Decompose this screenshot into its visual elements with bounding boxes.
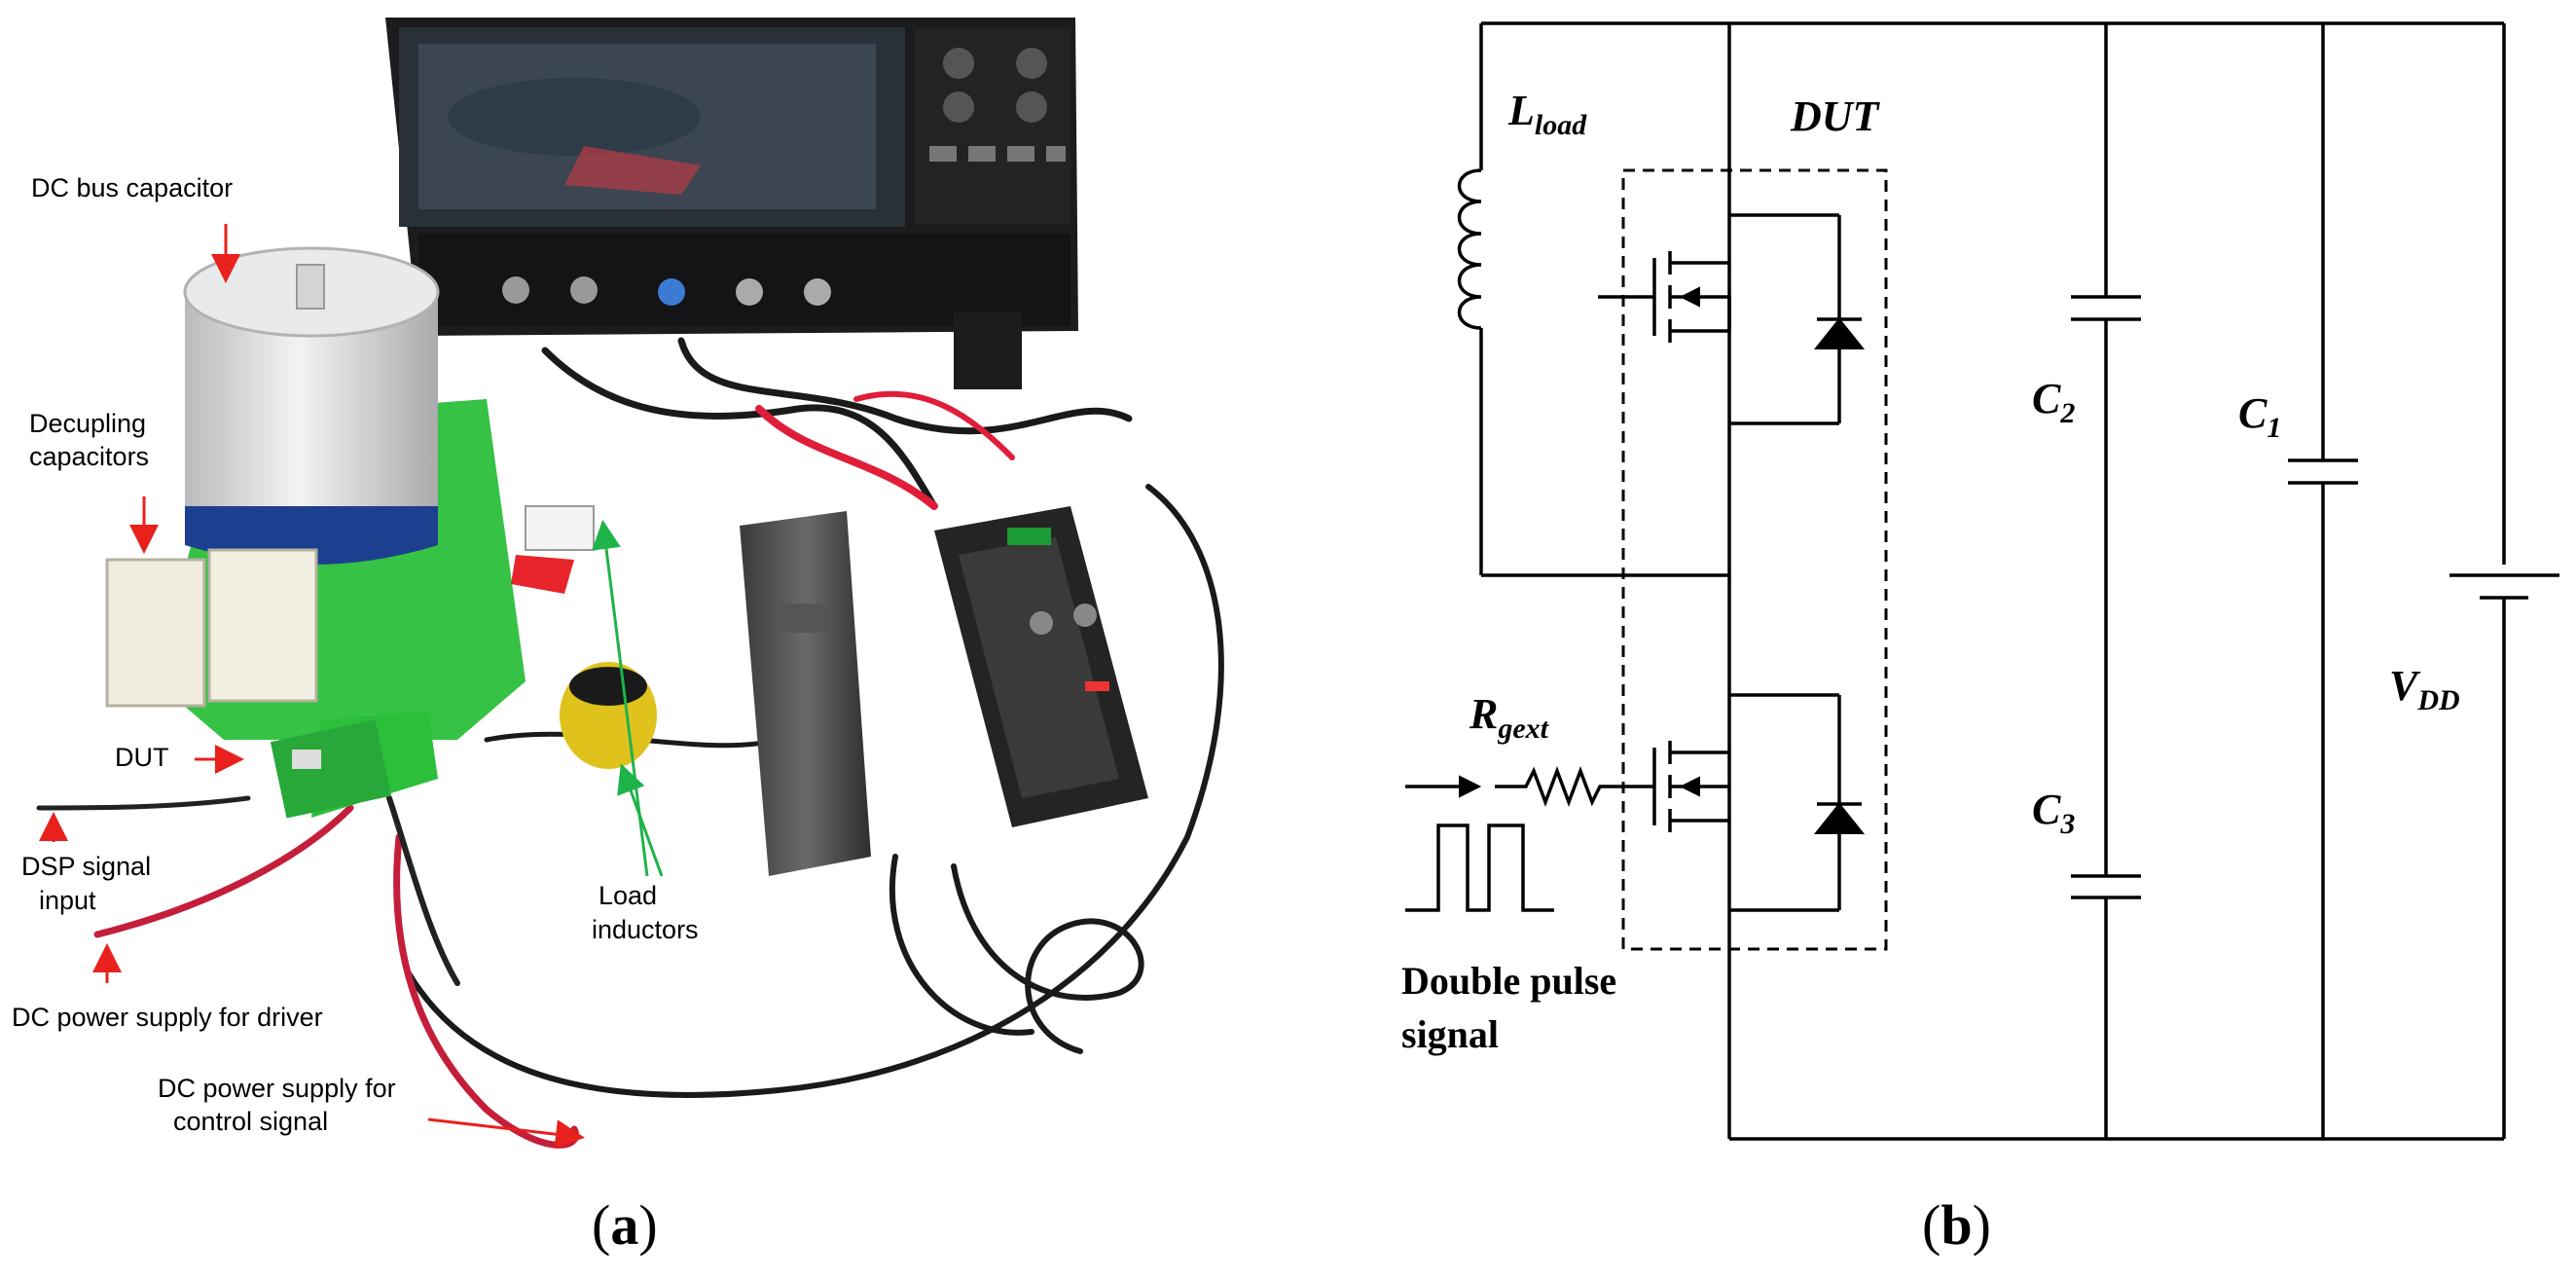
caption-b: (b): [1922, 1193, 1991, 1257]
differential-probe: [740, 511, 871, 876]
caption-a-letter: a: [610, 1193, 639, 1257]
label-c3: C3: [2032, 786, 2076, 840]
label-dsp-line-2: input: [39, 886, 96, 915]
label-dsp-line-1: DSP signal: [21, 852, 152, 881]
current-probe: [934, 506, 1148, 827]
label-double-pulse-line-1: Double pulse: [1401, 959, 1617, 1003]
caption-b-letter: b: [1941, 1193, 1973, 1257]
photo-panel-a: [36, 18, 1224, 1150]
label-c1: C1: [2238, 389, 2282, 444]
lower-mosfet-arrow: [1679, 776, 1700, 797]
label-c2: C2: [2032, 375, 2076, 429]
label-decoupling-line-1: Decupling: [29, 409, 147, 438]
upper-diode-triangle: [1813, 317, 1866, 349]
caption-a: (a): [592, 1193, 658, 1257]
label-double-pulse-line-2: signal: [1401, 1012, 1500, 1056]
decoupling-capacitors: [105, 548, 318, 708]
gate-input-arrowhead: [1459, 775, 1482, 798]
label-dc-control-line-2: control signal: [173, 1107, 329, 1136]
cables: [36, 337, 1224, 1149]
load-inductor: [511, 505, 657, 769]
load-inductor-symbol: [1457, 168, 1482, 330]
gate-resistor: [1495, 766, 1622, 807]
label-vdd: VDD: [2389, 662, 2460, 716]
lower-mosfet: [1622, 741, 1729, 832]
label-l-load: Lload: [1508, 87, 1587, 141]
upper-mosfet: [1598, 251, 1731, 343]
upper-mosfet-arrow: [1679, 286, 1700, 308]
lower-diode: [1729, 693, 1862, 912]
lower-diode-triangle: [1813, 802, 1866, 834]
label-dc-driver: DC power supply for driver: [12, 1003, 323, 1032]
label-dc-control-line-1: DC power supply for: [158, 1074, 396, 1103]
label-dut-schematic: DUT: [1791, 92, 1879, 140]
dut-dashed-box: [1621, 168, 1888, 951]
upper-diode: [1729, 213, 1862, 425]
dc-bus-capacitor: [183, 246, 440, 565]
label-dc-bus-capacitor: DC bus capacitor: [31, 173, 234, 202]
dut-board: [270, 719, 392, 819]
label-decoupling-line-2: capacitors: [29, 442, 150, 471]
label-load-line-1: Load: [599, 881, 658, 910]
red-arrows: [39, 224, 585, 1150]
label-dut-photo: DUT: [115, 743, 169, 772]
oscilloscope: [385, 18, 1078, 389]
label-rgext: Rgext: [1469, 690, 1549, 745]
double-pulse-waveform: [1405, 824, 1554, 912]
label-load-line-2: inductors: [592, 915, 699, 944]
green-arrows: [592, 520, 664, 877]
